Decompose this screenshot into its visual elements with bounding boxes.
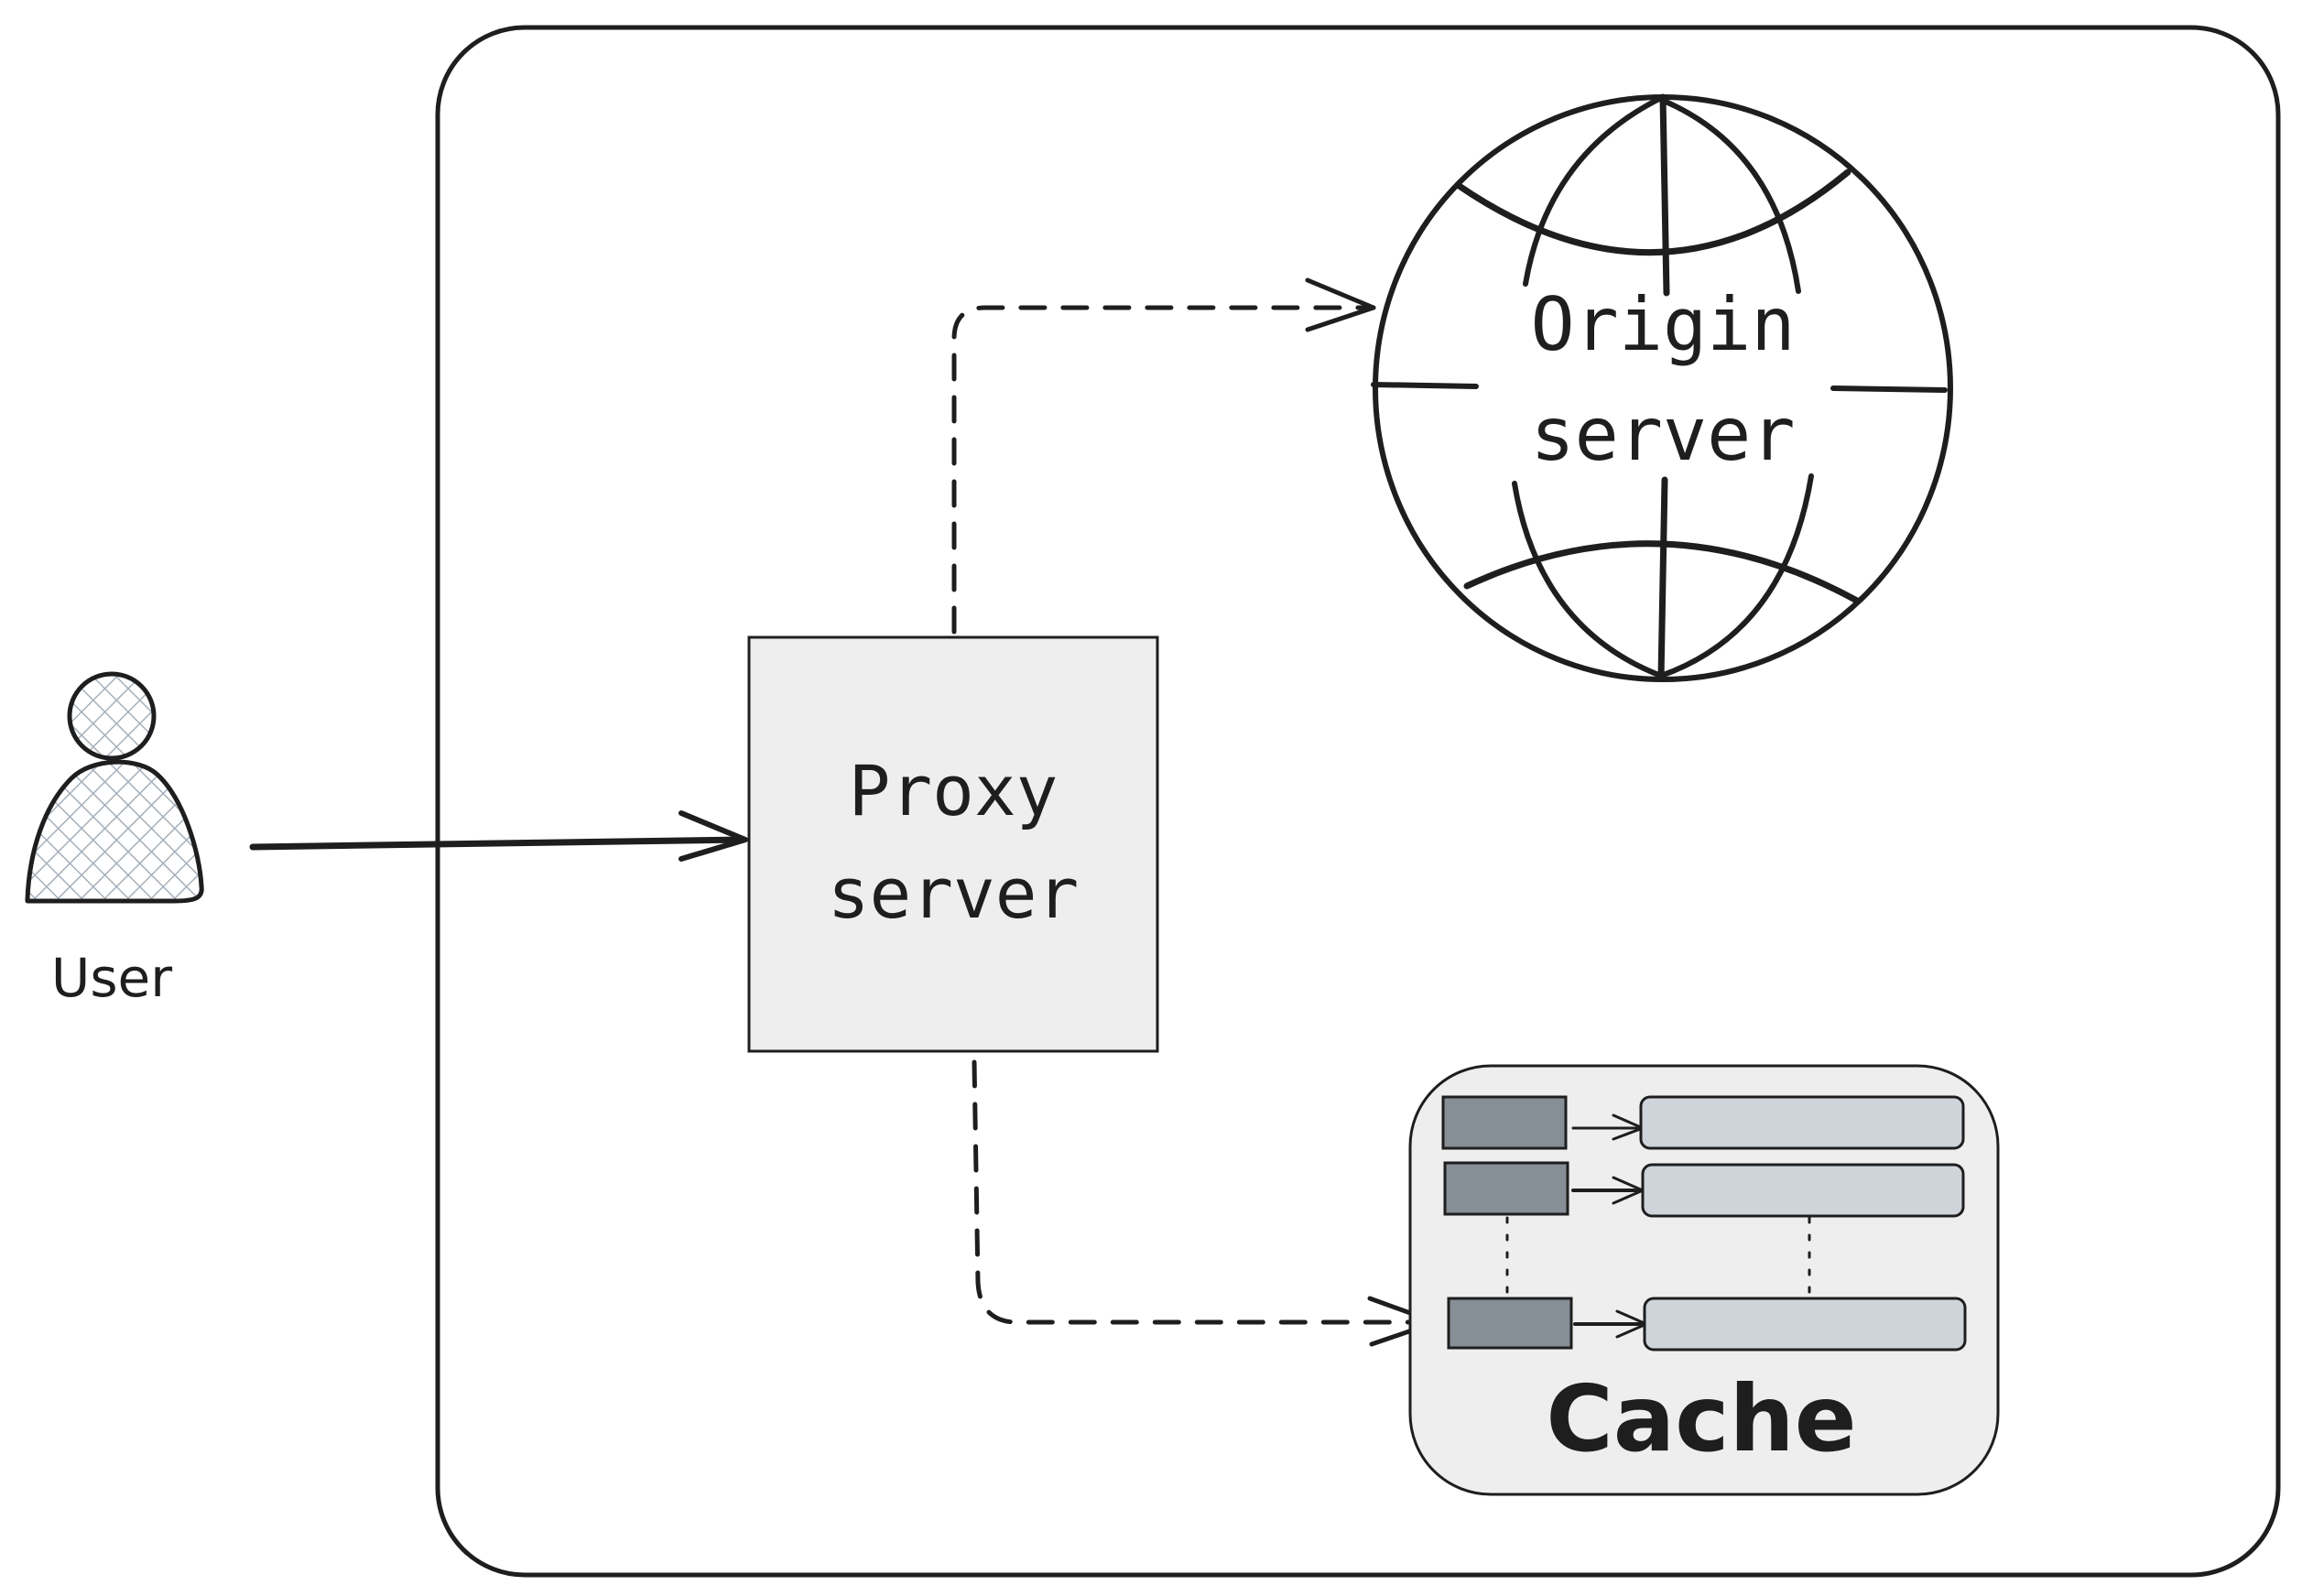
proxy-server-box [747, 635, 1159, 1053]
system-boundary [435, 25, 2281, 1578]
globe-icon [1371, 93, 1953, 682]
origin-label-line2: server [1531, 392, 1796, 477]
cache-label: Cache [1546, 1365, 1856, 1472]
cache-key-row1 [1441, 1095, 1568, 1150]
cache-value-row1 [1639, 1095, 1965, 1150]
user-to-proxy-arrow [249, 810, 748, 862]
key-value-table-icon [1441, 1095, 1967, 1352]
origin-label-line1: Origin [1531, 282, 1796, 367]
user-label: User [51, 947, 172, 1009]
cache-value-row3 [1643, 1297, 1967, 1352]
cache-key-row3 [1447, 1297, 1573, 1350]
proxy-to-origin-arrow [951, 277, 1376, 635]
cache-value-row2 [1641, 1163, 1965, 1218]
cache-key-row2 [1443, 1161, 1569, 1216]
proxy-to-cache-arrow [972, 1059, 1439, 1347]
proxy-label-line1: Proxy [849, 750, 1059, 831]
proxy-label-line2: server [828, 852, 1080, 934]
user-icon [25, 671, 204, 904]
